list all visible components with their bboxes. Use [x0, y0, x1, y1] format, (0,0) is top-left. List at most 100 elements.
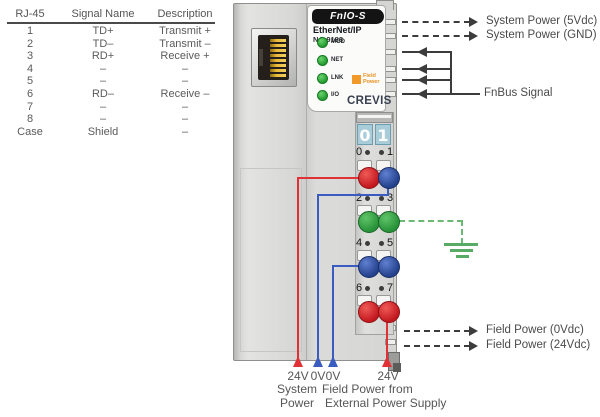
edge-tab	[385, 19, 396, 25]
rj45-pins	[270, 39, 286, 77]
brand-logo: CREVIS	[347, 95, 392, 107]
arrow-left-icon	[417, 89, 427, 99]
pin-cell: 3	[26, 50, 34, 63]
fnbus-line	[402, 93, 452, 95]
terminal-number: 2	[355, 192, 363, 204]
arrow-up-icon	[382, 356, 392, 367]
terminal-6-red	[358, 301, 380, 323]
terminal-3-green	[378, 211, 400, 233]
pin-cell: 7	[26, 100, 34, 113]
pin-cell: 1	[26, 25, 34, 37]
ground-wire	[461, 220, 463, 244]
arrow-right-icon	[469, 17, 478, 27]
wire-0v-system	[317, 194, 389, 196]
lnk-led-label: LNK	[331, 75, 344, 81]
rj45-latch-slot	[259, 49, 263, 66]
module-recess	[240, 168, 302, 352]
table-header-row: RJ-45 Signal Name Description	[5, 8, 219, 21]
fnbus-line	[402, 68, 452, 70]
terminal-number: 5	[386, 237, 394, 249]
arrow-up-icon	[293, 356, 303, 367]
table-row: 3 RD+ Receive +	[5, 50, 219, 63]
desc-cell: Receive –	[160, 88, 210, 100]
col-header: Description	[157, 8, 213, 20]
header-divider	[7, 22, 215, 24]
wire-voltage-label: 0V	[325, 369, 341, 383]
pin-cell: 4	[26, 62, 34, 75]
mod-led	[317, 37, 328, 48]
pin-cell: 6	[26, 88, 34, 100]
terminal-5-blue	[378, 256, 400, 278]
col-header: RJ-45	[15, 8, 45, 20]
edge-tab	[385, 49, 396, 55]
desc-cell: –	[181, 113, 189, 126]
wire-voltage-label: 24V	[377, 369, 399, 383]
terminal-number: 7	[386, 282, 394, 294]
field-power-led	[352, 75, 361, 84]
terminal-dot	[379, 196, 384, 201]
field-power-0v-label: Field Power (0Vdc)	[486, 324, 584, 336]
pin-cell: 5	[26, 75, 34, 88]
wire-24v-field	[386, 318, 388, 359]
signal-cell: TD+	[92, 25, 114, 37]
net-led-label: NET	[331, 57, 343, 63]
terminal-number: 1	[386, 146, 394, 158]
table-row: 8 – –	[5, 113, 219, 126]
col-header: Signal Name	[71, 8, 135, 20]
series-badge: FnIO-S	[312, 9, 384, 24]
signal-cell: –	[99, 100, 107, 113]
terminal-number: 6	[355, 282, 363, 294]
module-foot-inner	[393, 363, 401, 372]
desc-cell: –	[181, 62, 189, 75]
system-power-caption: Power	[279, 396, 314, 410]
table-row: 4 – –	[5, 63, 219, 76]
terminal-number: 3	[386, 192, 394, 204]
fnbus-line	[402, 51, 452, 53]
edge-tab	[385, 339, 396, 345]
ground-icon	[444, 243, 478, 246]
pin-cell: 2	[26, 37, 34, 50]
arrow-right-icon	[469, 326, 478, 336]
rotary-switch-digit: 1	[375, 124, 391, 145]
terminal-2-green	[358, 211, 380, 233]
terminal-0-red	[358, 167, 380, 189]
desc-cell: Transmit +	[159, 25, 211, 37]
pin-cell: 8	[26, 113, 34, 126]
fnbus-signal-label: FnBus Signal	[484, 87, 553, 99]
io-led	[317, 90, 328, 101]
terminal-dot	[365, 196, 370, 201]
field-power-caption: External Power Supply	[325, 396, 447, 410]
terminal-dot	[379, 150, 384, 155]
signal-cell: TD–	[92, 37, 114, 50]
io-led-label: I/O	[331, 92, 340, 98]
ground-icon	[456, 255, 469, 258]
model-label: NA-9188	[313, 35, 344, 44]
fnbus-line	[402, 79, 452, 81]
terminal-1-blue	[378, 167, 400, 189]
field-power-caption: Field Power from	[322, 382, 413, 396]
edge-tab	[385, 33, 396, 39]
system-power-5v-line	[402, 21, 470, 23]
field-power-led-label: Field Power	[363, 73, 380, 85]
ground-wire	[399, 220, 463, 222]
desc-cell: Receive +	[160, 50, 210, 63]
system-power-caption: System	[276, 382, 317, 396]
table-row: 7 – –	[5, 101, 219, 114]
terminal-dot	[365, 150, 370, 155]
table-row: Case Shield –	[5, 126, 219, 139]
desc-cell: –	[181, 125, 189, 138]
signal-cell: RD+	[91, 50, 115, 63]
terminal-number: 4	[355, 237, 363, 249]
arrow-left-icon	[417, 64, 427, 74]
table-row: 1 TD+ Transmit +	[5, 25, 219, 38]
fnbus-bus-line	[450, 51, 452, 95]
protocol-label: EtherNet/IP	[313, 25, 362, 35]
wire-0v-system	[387, 187, 389, 195]
arrow-right-icon	[469, 31, 478, 41]
lnk-led	[317, 73, 328, 84]
arrow-up-icon	[313, 356, 323, 367]
rj45-cavity	[258, 35, 289, 80]
desc-cell: –	[181, 75, 189, 88]
field-power-0v-line	[404, 330, 470, 332]
